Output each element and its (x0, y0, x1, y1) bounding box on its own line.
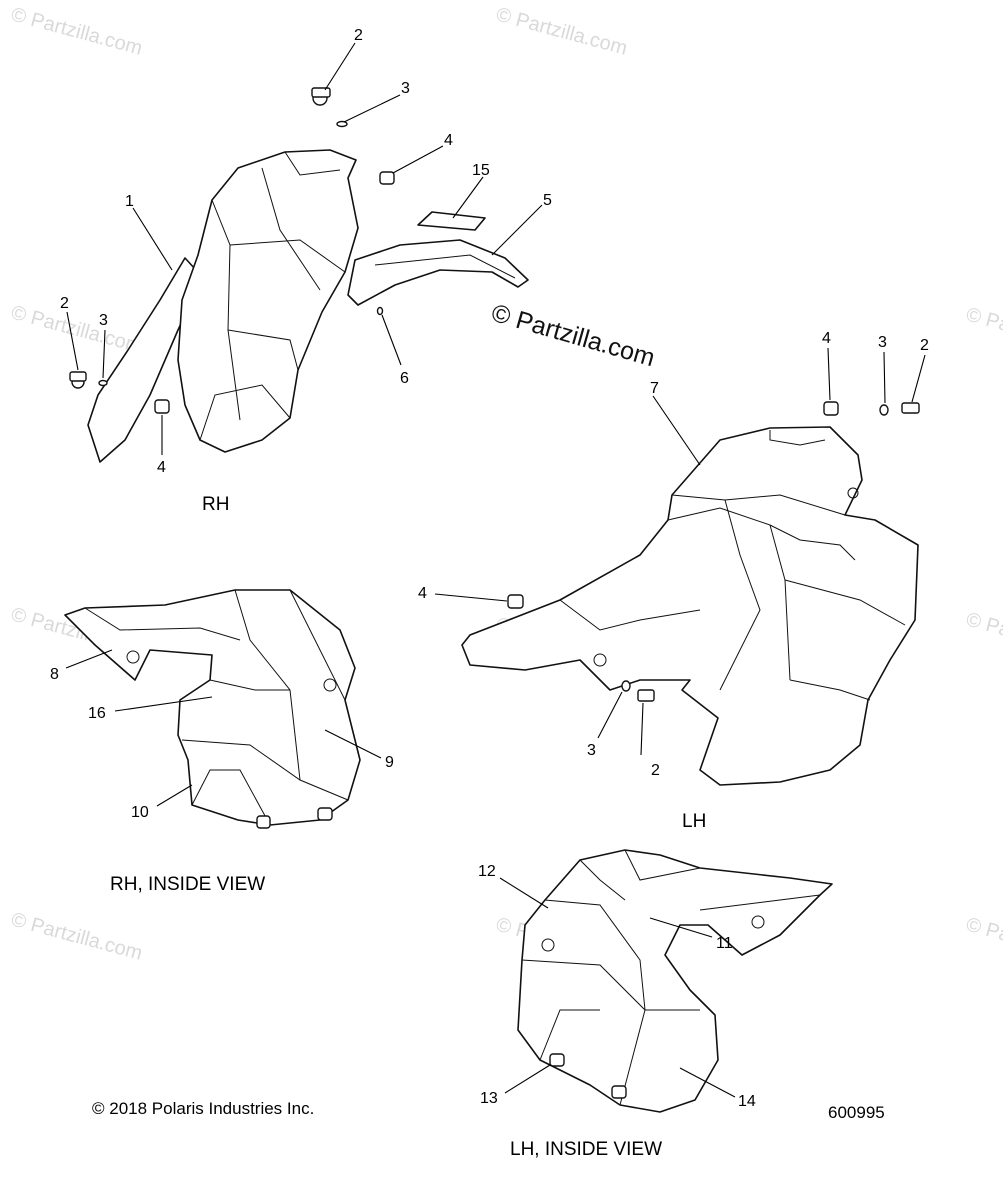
rh-washer-top (336, 120, 348, 128)
rh-nut-bottom (154, 399, 170, 414)
rh-fender-body (177, 149, 359, 453)
lh-inside-tab-a (549, 1053, 565, 1067)
callout-rh-6: 6 (400, 370, 409, 387)
rh-decal (417, 211, 486, 231)
caption-lh: LH (682, 811, 706, 832)
rh-clip-6 (376, 306, 384, 316)
lh-fender-body (461, 426, 919, 786)
lh-rivet-bottom (637, 689, 655, 702)
callout-lh-2b: 2 (651, 762, 660, 779)
caption-rh: RH (202, 494, 229, 515)
watermark-ml: © Partzilla.com (9, 302, 145, 358)
caption-rh-inside: RH, INSIDE VIEW (110, 874, 265, 895)
watermark-tl: © Partzilla.com (9, 4, 145, 60)
rh-nut-top (379, 171, 395, 185)
callout-rhi-10: 10 (131, 804, 149, 821)
lh-callouts: 4 3 2 7 4 3 2 (418, 330, 929, 779)
callout-lh-3b: 3 (587, 742, 596, 759)
rh-inside-tab-b (256, 815, 271, 829)
callout-lh-4b: 4 (418, 585, 427, 602)
callout-rh-4b: 4 (157, 459, 166, 476)
lh-nut-top (823, 401, 839, 416)
callout-rh-3b: 3 (99, 312, 108, 329)
rh-inside-tab-a (317, 807, 333, 821)
callout-lhi-12: 12 (478, 863, 496, 880)
rh-washer-side (98, 379, 108, 387)
watermark-r3: © Partzilla.com (964, 914, 1003, 970)
lh-inside-tab-b (611, 1085, 627, 1099)
callout-lh-4a: 4 (822, 330, 831, 347)
drawing-number: 600995 (828, 1103, 885, 1122)
watermark-r1: © Partzilla.com (964, 304, 1003, 360)
lh-nut-mid (507, 594, 524, 609)
rh-inside-view (64, 589, 361, 829)
callout-lhi-14: 14 (738, 1093, 756, 1110)
callout-lh-3a: 3 (878, 334, 887, 351)
lh-washer-top (879, 404, 889, 416)
callout-rh-3a: 3 (401, 80, 410, 97)
callout-rh-2b: 2 (60, 295, 69, 312)
callout-rhi-16: 16 (88, 705, 106, 722)
callout-rh-2a: 2 (354, 27, 363, 44)
rh-bracket (347, 239, 529, 306)
caption-lh-inside: LH, INSIDE VIEW (510, 1139, 662, 1160)
callout-rh-4a: 4 (444, 132, 453, 149)
callout-lhi-11: 11 (716, 935, 733, 952)
rh-inside-fender (64, 589, 361, 826)
callout-lhi-13: 13 (480, 1090, 498, 1107)
callout-rhi-9: 9 (385, 754, 394, 771)
watermark-l3: © Partzilla.com (9, 909, 145, 965)
copyright-text: © 2018 Polaris Industries Inc. (92, 1099, 314, 1118)
callout-rh-5: 5 (543, 192, 552, 209)
callout-lh-7: 7 (650, 380, 659, 397)
lh-inside-callouts: 12 11 13 14 (478, 863, 756, 1110)
rh-inside-callouts: 8 16 10 9 (50, 649, 394, 821)
lh-washer-bottom (621, 680, 631, 692)
rh-rivet-head-side (69, 371, 87, 382)
callout-rh-1: 1 (125, 193, 134, 210)
rh-rivet-head-top (311, 87, 331, 98)
callout-lh-2a: 2 (920, 337, 929, 354)
lh-inside-fender (517, 849, 833, 1113)
rh-callouts: 2 3 4 15 5 1 2 3 6 4 (60, 27, 552, 476)
callout-rhi-8: 8 (50, 666, 59, 683)
rh-fender-assembly (69, 87, 529, 463)
watermark-r2: © Partzilla.com (964, 609, 1003, 665)
lh-fender-assembly (461, 401, 920, 786)
lh-inside-view (517, 849, 833, 1113)
callout-rh-15: 15 (472, 162, 490, 179)
watermark-center: © Partzilla.com (488, 299, 658, 372)
watermark-tc: © Partzilla.com (494, 4, 630, 60)
lh-rivet-top (901, 402, 920, 414)
